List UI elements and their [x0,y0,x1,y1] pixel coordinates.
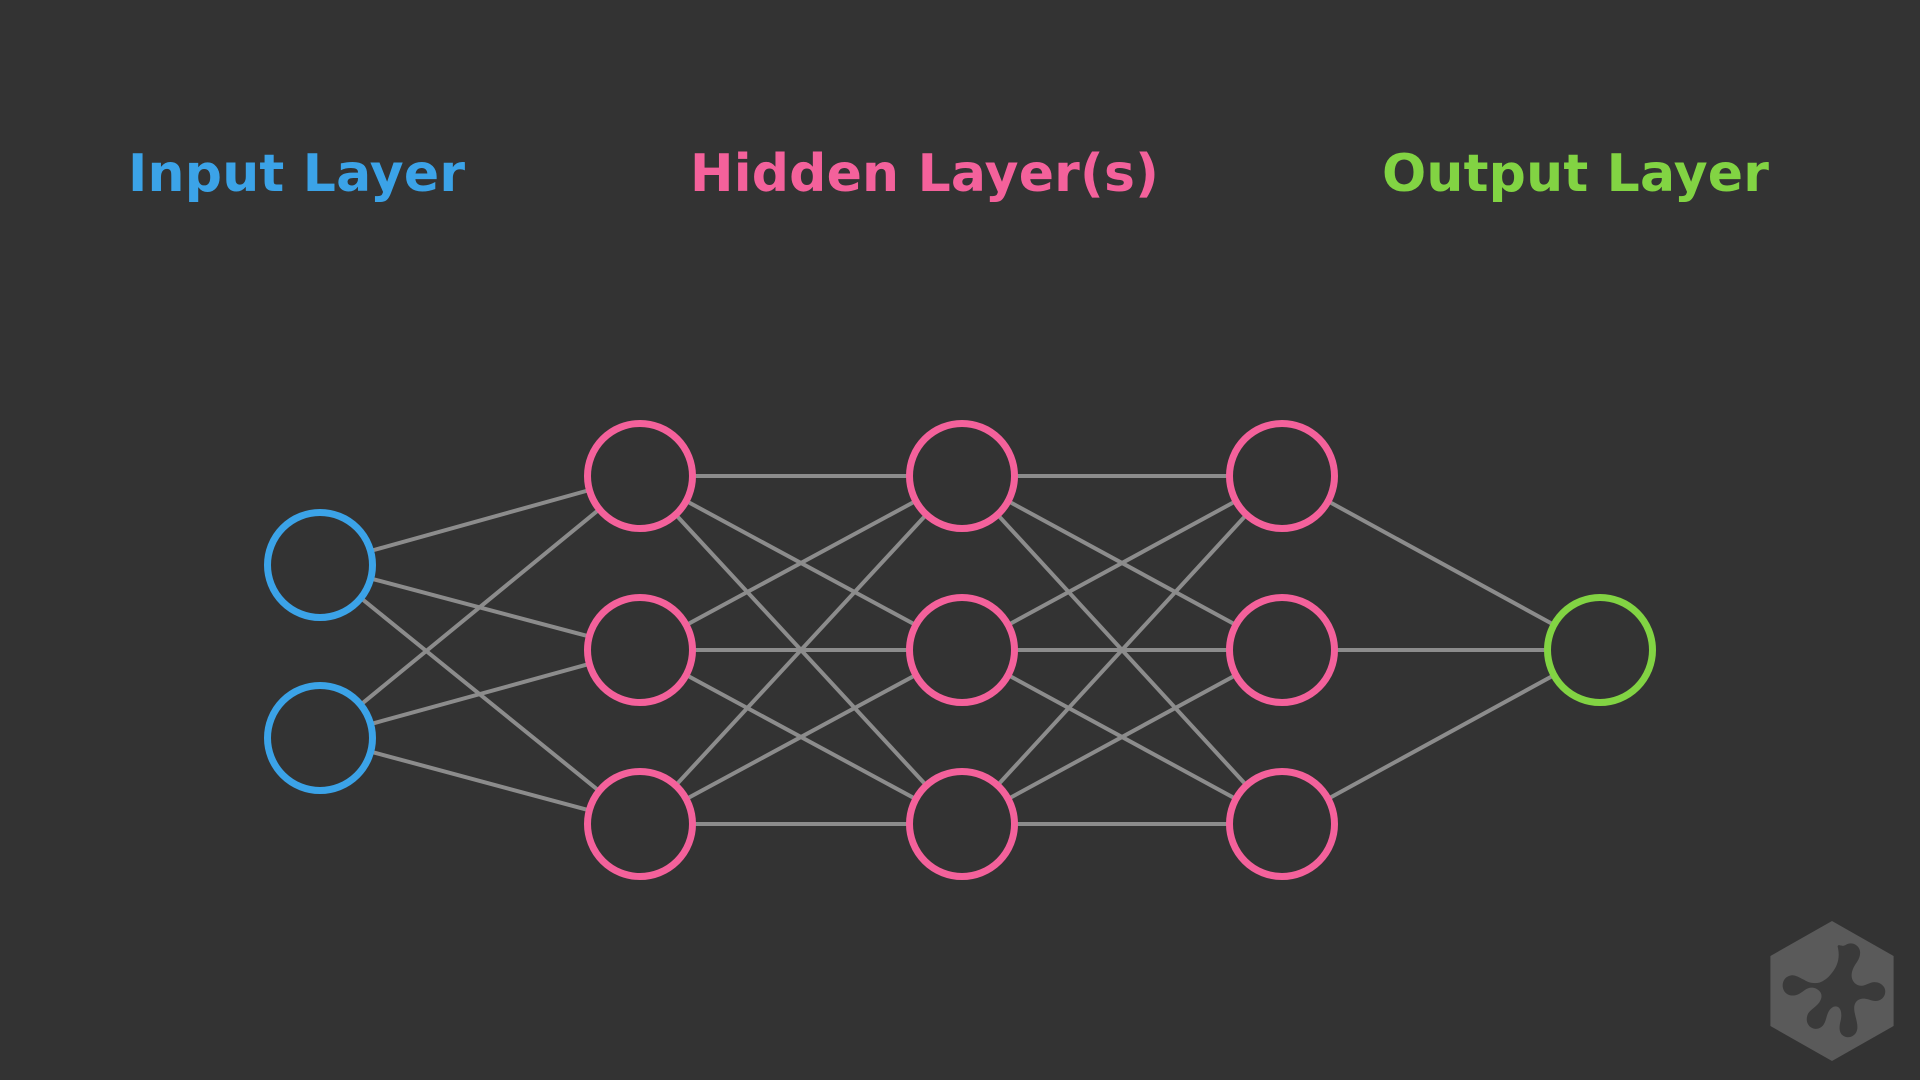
connection-line [687,674,915,800]
input-layer-label: Input Layer [128,144,466,204]
neuron-node-h2-1 [906,420,1018,532]
neuron-node-i2 [264,682,376,794]
neuron-node-h3-2 [1226,594,1338,706]
hidden-layer-label: Hidden Layer(s) [690,144,1160,204]
connection-line [1329,500,1553,626]
neuron-node-i1 [264,509,376,621]
output-layer-label: Output Layer [1382,144,1770,204]
connection-edges [361,474,1553,826]
connection-line [687,500,915,626]
connection-line [1329,674,1553,800]
treehouse-logo-icon [1770,921,1894,1061]
neuron-nodes [264,420,1656,880]
neuron-node-h1-1 [584,420,696,532]
neuron-node-h2-2 [906,594,1018,706]
connection-line [361,509,599,705]
watermark-splat [1782,943,1886,1038]
neuron-node-h2-3 [906,768,1018,880]
connection-line [1009,674,1235,800]
neuron-node-h3-3 [1226,768,1338,880]
connection-line [371,489,589,552]
connection-line [676,515,926,785]
connection-line [997,515,1247,785]
connection-line [372,750,588,812]
neuron-node-h1-2 [584,594,696,706]
neuron-node-o1 [1544,594,1656,706]
neuron-node-h1-3 [584,768,696,880]
neuron-node-h3-1 [1226,420,1338,532]
connection-line [372,662,588,726]
connection-line [1009,500,1235,626]
